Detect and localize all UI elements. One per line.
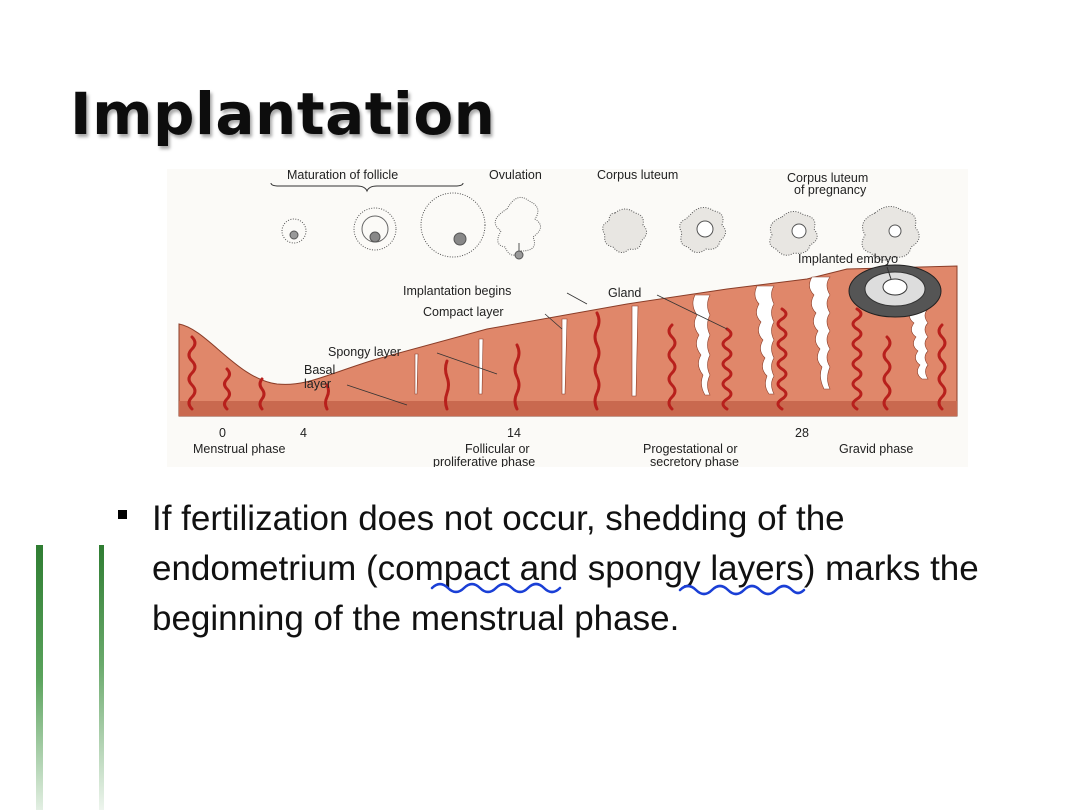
day-tick-28: 28 bbox=[795, 426, 809, 440]
implanted-embryo-icon bbox=[848, 264, 942, 318]
ovulation-egg-icon bbox=[514, 250, 524, 260]
bullet-square-icon bbox=[118, 510, 127, 519]
label-spongy-layer: Spongy layer bbox=[328, 345, 401, 359]
label-corpus-luteum: Corpus luteum bbox=[597, 169, 678, 182]
phase-menstrual: Menstrual phase bbox=[193, 442, 285, 456]
phase-progestational-2: secretory phase bbox=[650, 455, 739, 467]
pointer-basal bbox=[346, 384, 408, 406]
coiled-arteries bbox=[187, 307, 947, 411]
label-implantation-begins: Implantation begins bbox=[403, 284, 511, 298]
endometrium-diagram: Maturation of follicle Ovulation Corpus … bbox=[167, 169, 968, 467]
phase-gravid: Gravid phase bbox=[839, 442, 913, 456]
phase-progestational-1: Progestational or bbox=[643, 442, 738, 456]
day-tick-0: 0 bbox=[219, 426, 226, 440]
pointer-implantation bbox=[566, 292, 588, 305]
day-tick-4: 4 bbox=[300, 426, 307, 440]
follicle-icons bbox=[281, 192, 486, 258]
label-maturation: Maturation of follicle bbox=[287, 169, 398, 182]
bullet-list: If fertilization does not occur, sheddin… bbox=[118, 494, 1018, 644]
label-basal-2: layer bbox=[304, 377, 331, 391]
label-corpus-preg-2: of pregnancy bbox=[794, 183, 867, 197]
ovulation-icon bbox=[494, 196, 541, 256]
label-basal-1: Basal bbox=[304, 363, 335, 377]
label-implanted-embryo: Implanted embryo bbox=[798, 252, 898, 266]
corpus-luteum-icons bbox=[602, 206, 920, 261]
label-gland: Gland bbox=[608, 286, 641, 300]
day-tick-14: 14 bbox=[507, 426, 521, 440]
bullet-text: If fertilization does not occur, sheddin… bbox=[152, 499, 979, 638]
pointer-spongy bbox=[436, 352, 498, 375]
label-ovulation: Ovulation bbox=[489, 169, 542, 182]
accent-bar-left bbox=[36, 545, 43, 810]
basal-band bbox=[179, 401, 957, 416]
pointer-compact bbox=[544, 313, 563, 330]
slide-title: Implantation bbox=[70, 80, 496, 148]
maturation-bracket bbox=[270, 182, 464, 193]
accent-bar-right bbox=[99, 545, 104, 810]
gland-slits bbox=[414, 276, 929, 397]
label-corpus-preg-1: Corpus luteum bbox=[787, 171, 868, 185]
phase-follicular-2: proliferative phase bbox=[433, 455, 535, 467]
label-compact-layer: Compact layer bbox=[423, 305, 504, 319]
phase-follicular-1: Follicular or bbox=[465, 442, 530, 456]
pointer-gland bbox=[656, 294, 728, 330]
